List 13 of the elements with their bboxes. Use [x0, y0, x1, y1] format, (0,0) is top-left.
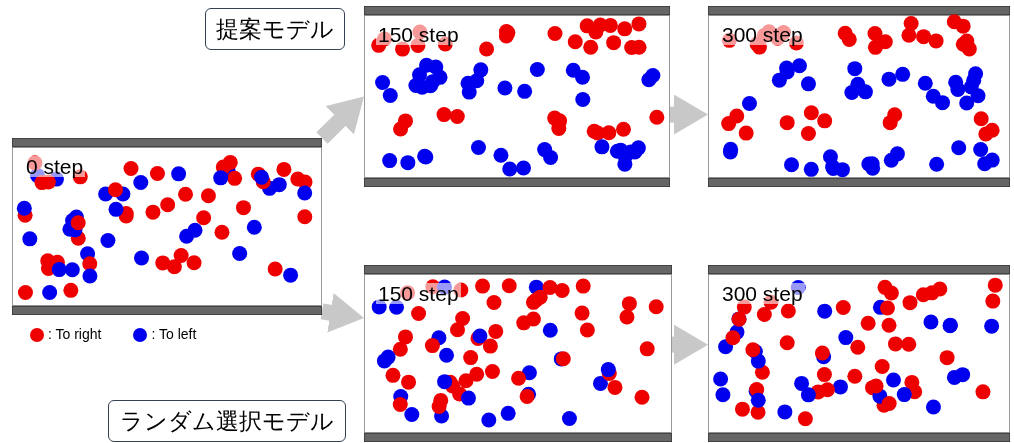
model-label-box: 提案モデル	[205, 8, 345, 50]
legend-text: : To right	[48, 325, 102, 344]
step-label: 150 step	[376, 283, 461, 304]
block-arrow	[670, 94, 708, 135]
step-label: 150 step	[376, 24, 461, 45]
model-label-box: ランダム選択モデル	[108, 400, 346, 442]
block-arrow	[316, 96, 364, 144]
block-arrow	[320, 293, 364, 333]
legend-text: : To left	[151, 325, 197, 344]
step-label: 0 step	[24, 156, 86, 177]
block-arrow	[672, 324, 708, 365]
step-label: 300 step	[720, 283, 805, 304]
step-label: 300 step	[720, 24, 805, 45]
